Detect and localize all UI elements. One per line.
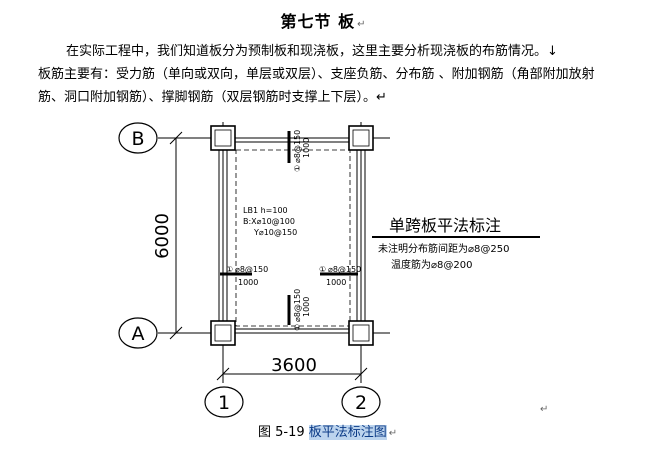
axis-label-1: 1 bbox=[218, 392, 230, 414]
left-rebar-length: 1000 bbox=[238, 278, 258, 287]
slab-outline bbox=[235, 149, 351, 327]
legend-title: 单跨板平法标注 bbox=[389, 216, 501, 235]
bottom-rebar-mark: ① bbox=[293, 324, 302, 331]
legend-line-2: 温度筋为⌀8@200 bbox=[391, 258, 472, 271]
axis-bubble-a bbox=[118, 317, 158, 349]
axis-label-b: B bbox=[131, 128, 144, 150]
left-rebar-mark: ① bbox=[226, 265, 233, 274]
right-rebar-length: 1000 bbox=[326, 278, 346, 287]
top-rebar-length: 1000 bbox=[302, 138, 311, 158]
intro-paragraph: 在实际工程中，我们知道板分为预制板和现浇板，这里主要分析现浇板的布筋情况。↓ bbox=[66, 44, 558, 59]
bottom-rebar-spec: ⌀8@150 bbox=[293, 289, 302, 322]
dimension-vertical bbox=[169, 131, 183, 340]
caption-prefix: 图 5-19 bbox=[258, 425, 309, 440]
dimension-3600: 3600 bbox=[271, 355, 317, 376]
figure-caption: 图 5-19 板平法标注图↵ bbox=[258, 421, 397, 440]
axis-label-2: 2 bbox=[355, 392, 367, 414]
dimension-horizontal bbox=[216, 367, 368, 381]
axis-bubble-b bbox=[118, 122, 158, 154]
paragraph-return-mark: ↵ bbox=[540, 404, 549, 415]
rebar-types-paragraph: 板筋主要有：受力筋（单向或双向，单层或双层）、支座负筋、分布筋 、附加钢筋（角部… bbox=[38, 67, 595, 105]
left-rebar-spec: ⌀8@150 bbox=[235, 265, 268, 274]
right-rebar-spec: ⌀8@150 bbox=[328, 265, 361, 274]
caption-mark: ↵ bbox=[388, 428, 398, 439]
slab-bottom-x: B:X⌀10@100 bbox=[243, 217, 295, 226]
right-rebar-mark: ① bbox=[319, 265, 326, 274]
axis-label-a: A bbox=[132, 323, 145, 345]
axis-bubble-2 bbox=[341, 386, 381, 418]
top-rebar-mark: ① bbox=[293, 165, 302, 172]
caption-title: 板平法标注图 bbox=[308, 425, 387, 440]
slab-bottom-y: Y⌀10@150 bbox=[253, 228, 297, 237]
dimension-6000: 6000 bbox=[152, 213, 173, 259]
bottom-rebar-length: 1000 bbox=[302, 297, 311, 317]
axis-bubble-1 bbox=[204, 386, 244, 418]
top-rebar-spec: ⌀8@150 bbox=[293, 130, 302, 163]
paragraph-mark: ↵ bbox=[357, 19, 367, 30]
beam-lines bbox=[218, 141, 366, 330]
slab-label: LB1 h=100 bbox=[243, 206, 288, 215]
section-heading: 第七节 板↵ bbox=[280, 12, 367, 31]
legend-line-1: 未注明分布筋间距为⌀8@250 bbox=[378, 242, 509, 255]
